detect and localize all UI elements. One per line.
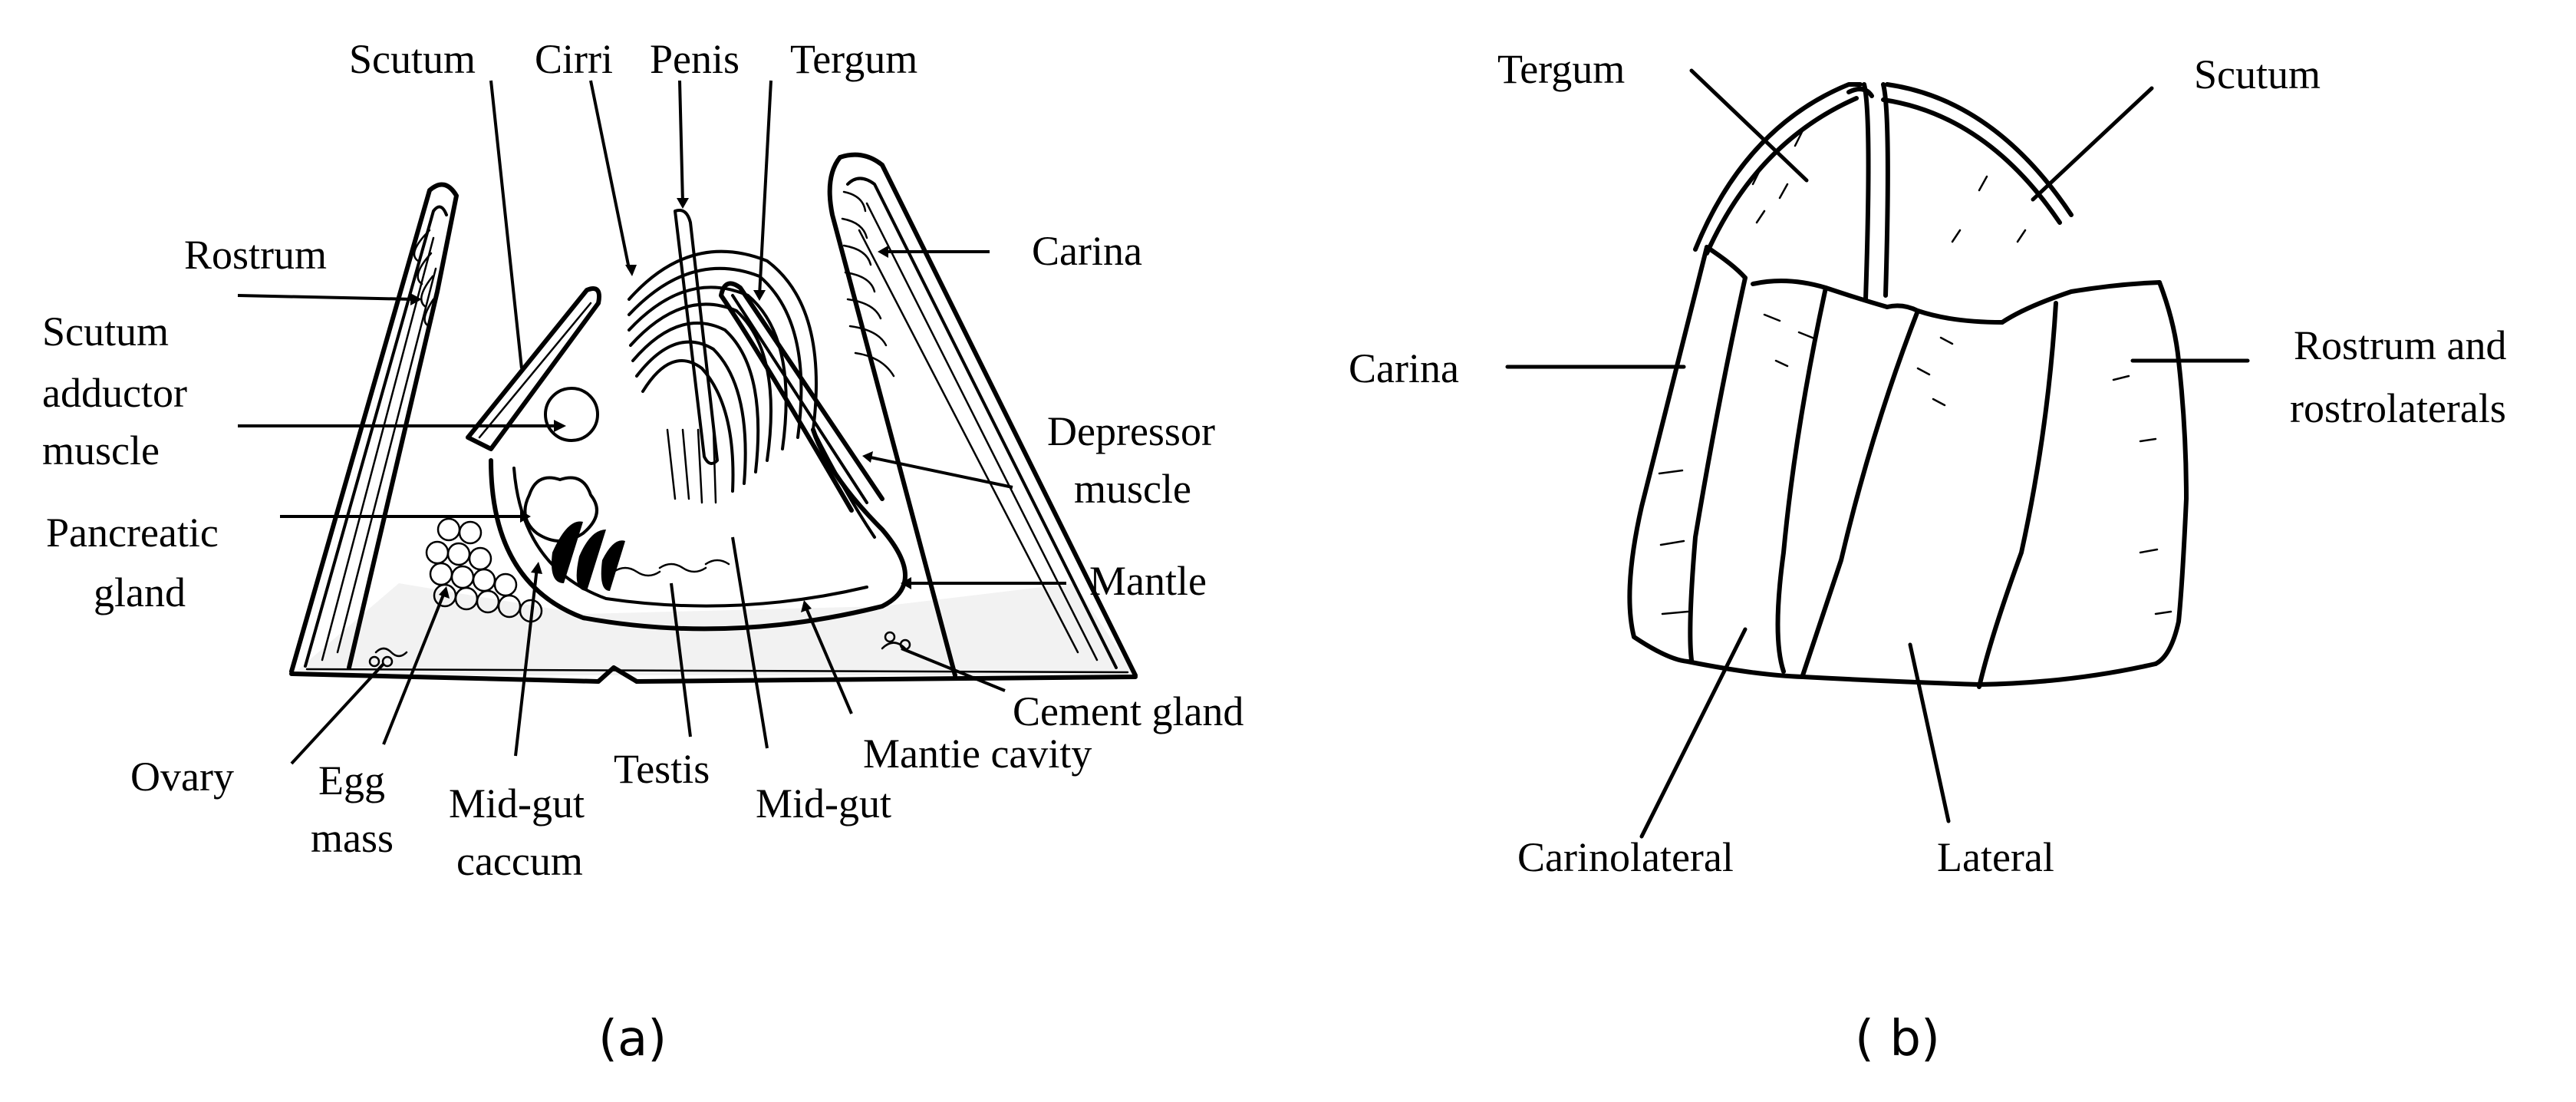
label-scutum-b: Scutum [2194,51,2321,97]
panel-b-pointers [1505,68,2250,839]
label-mantle-cavity: Mantie cavity [863,731,1092,777]
rostrum-plate [289,182,459,674]
body-outline [489,427,908,632]
label-midgut-caecum-2: caccum [456,838,583,884]
label-rostrum-rostrolaterals-1: Rostrum and [2294,322,2507,368]
label-rostrum-rostrolaterals-2: rostrolaterals [2290,385,2506,431]
penis [674,209,719,465]
caption-b: ( b) [1855,1011,1940,1067]
label-scutum-a: Scutum [349,36,476,82]
label-mantle: Mantle [1089,558,1207,604]
label-testis: Testis [614,746,710,792]
pancreatic-gland [523,476,598,543]
scutum-plate [466,286,601,451]
label-pancreatic-2: gland [94,569,186,615]
label-depressor-2: muscle [1074,466,1191,512]
caption-a: (a) [598,1011,667,1067]
mid-gut-caecum [552,521,625,591]
scutum-adductor-muscle [544,387,599,442]
wall-plates [1627,245,2189,689]
label-egg-2: mass [311,815,394,861]
label-depressor-1: Depressor [1047,408,1215,454]
label-carinolateral: Carinolateral [1517,834,1734,880]
base-plate [289,665,1138,684]
label-egg-1: Egg [318,757,385,803]
label-tergum-b: Tergum [1497,46,1625,92]
label-lateral: Lateral [1937,834,2054,880]
label-ovary: Ovary [130,754,234,800]
egg-mass [425,517,543,623]
panel-b-labels: Tergum Scutum Carina Rostrum and rostrol… [1349,46,2507,880]
label-pancreatic-1: Pancreatic [46,510,219,556]
panel-a-labels: Scutum Cirri Penis Tergum Rostrum Carina… [42,36,1244,884]
label-scutum-adductor-2: adductor [42,370,187,416]
label-cement-gland: Cement gland [1013,688,1244,734]
label-scutum-adductor-1: Scutum [42,308,169,355]
label-cirri: Cirri [535,36,613,82]
panel-b-drawing [1627,82,2189,689]
cirri [628,249,818,504]
label-scutum-adductor-3: muscle [42,427,160,473]
panel-a-pointers [237,80,1066,765]
label-rostrum: Rostrum [184,232,327,278]
testis [612,559,730,577]
label-carina-b: Carina [1349,345,1459,391]
ovary [368,647,408,668]
label-midgut: Mid-gut [756,780,891,826]
panel-a-drawing [289,152,1138,684]
label-penis: Penis [650,36,740,82]
label-carina-a: Carina [1032,228,1142,274]
label-tergum-a: Tergum [790,36,917,82]
operculum [1693,82,2074,302]
label-midgut-caecum-1: Mid-gut [449,780,585,826]
